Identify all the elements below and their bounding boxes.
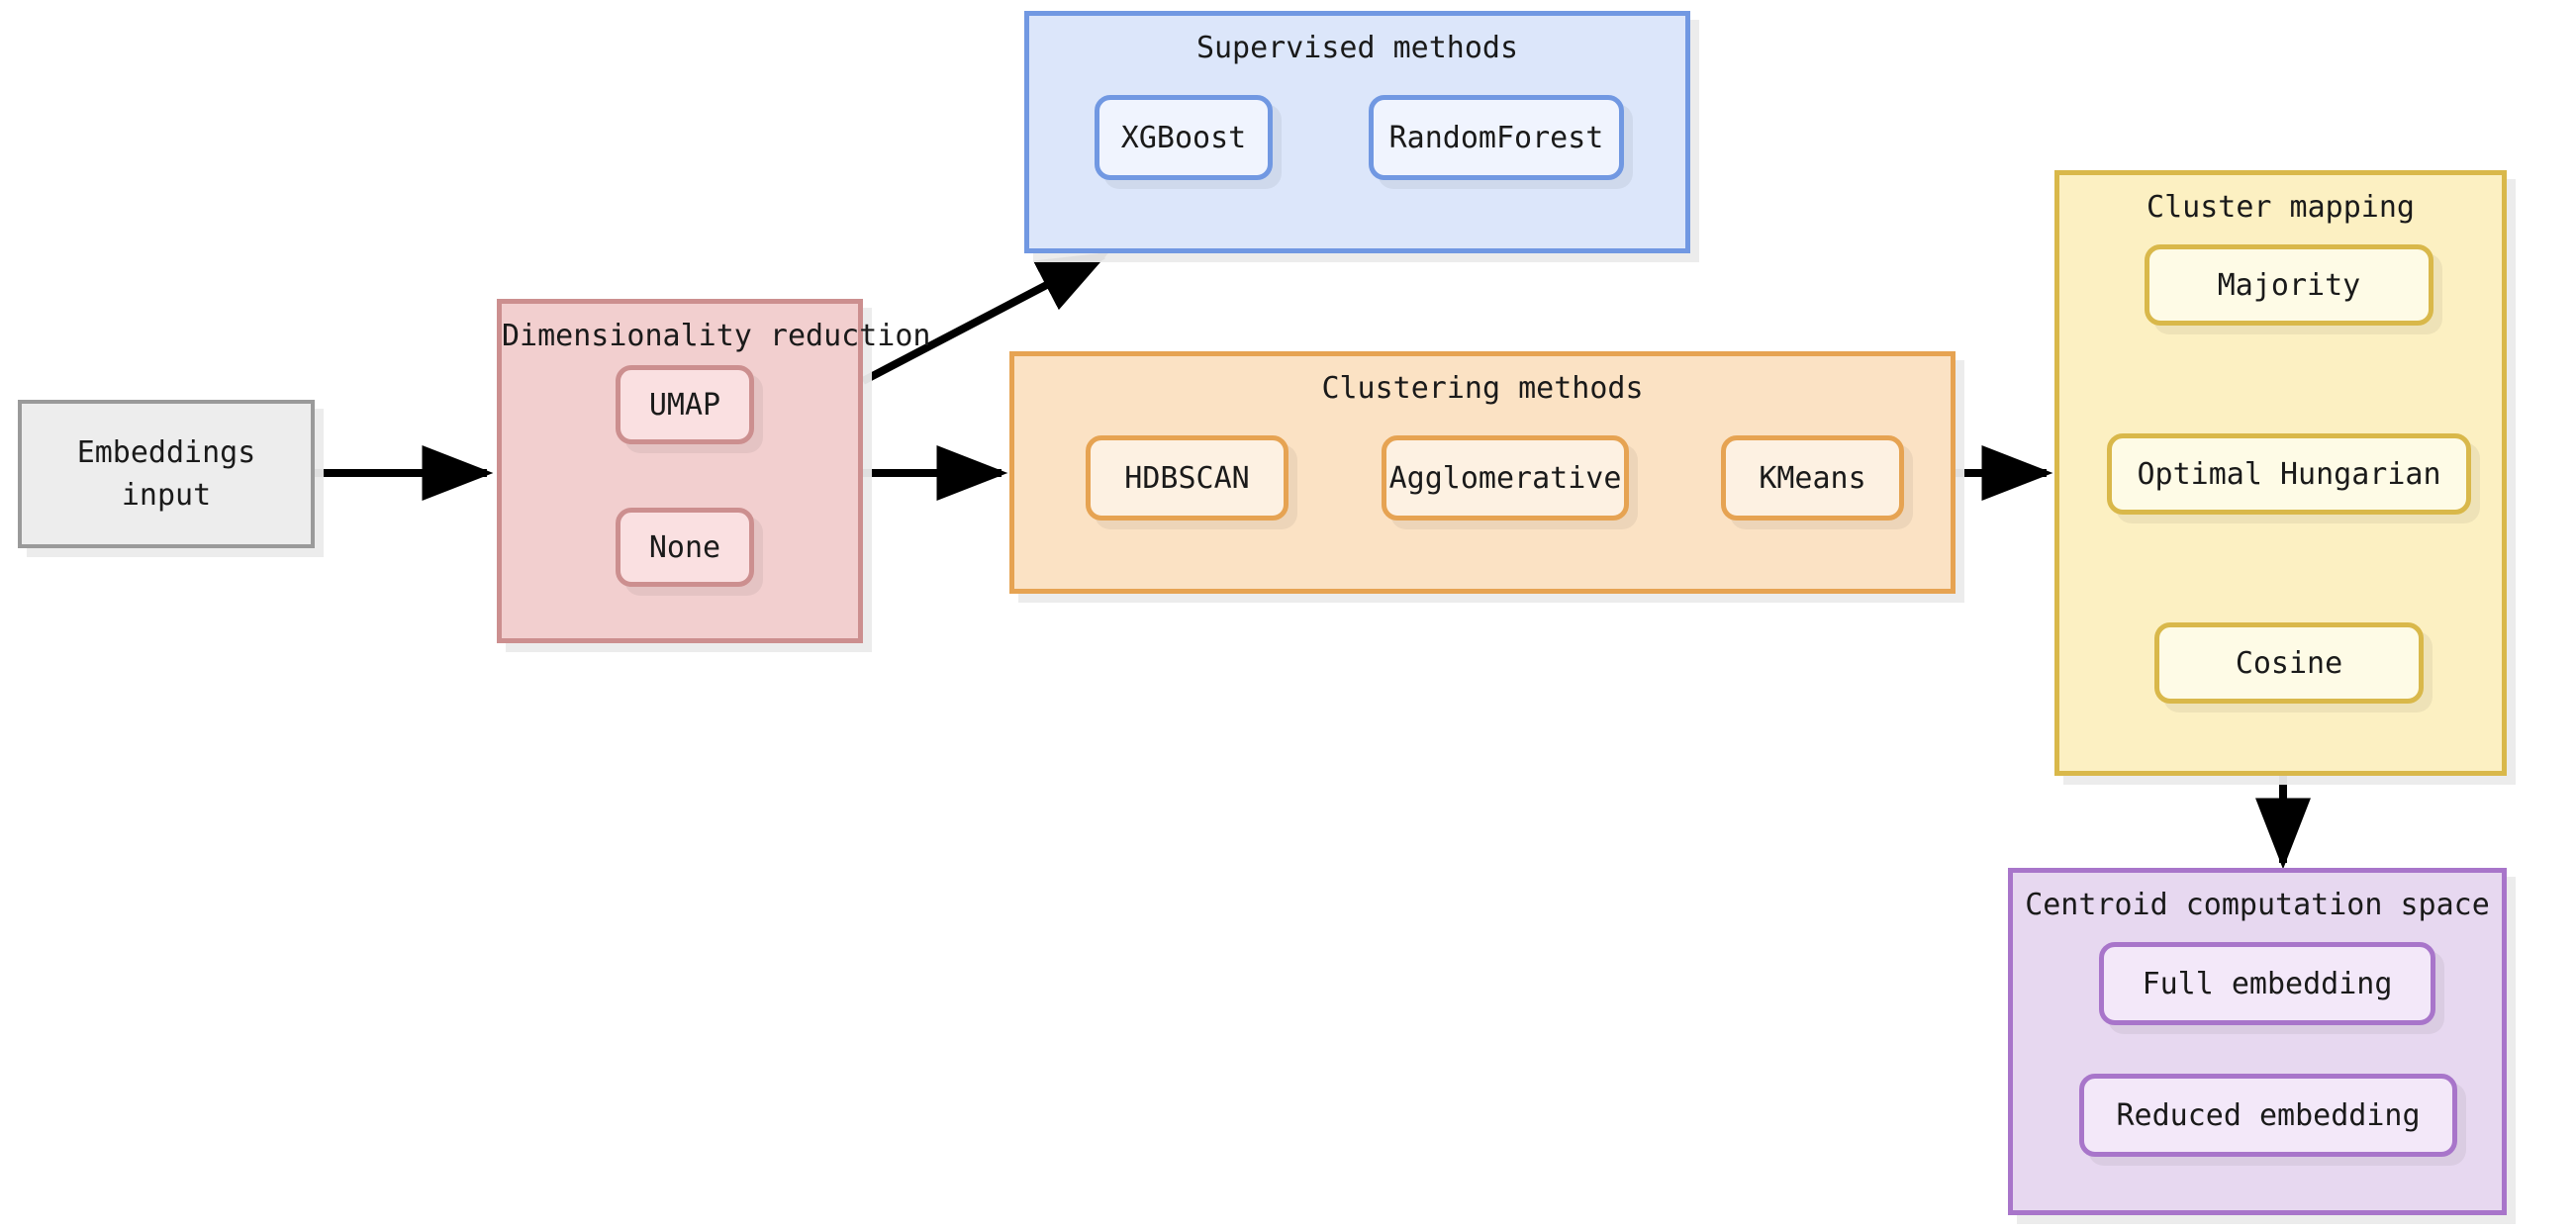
group-title-supervised-methods: Supervised methods [1195,31,1519,65]
node-kmeans[interactable]: KMeans [1721,435,1904,521]
node-xgboost[interactable]: XGBoost [1095,95,1273,180]
group-centroid-computation-space: Centroid computation space Full embeddin… [2008,868,2507,1215]
group-clustering-methods: Clustering methods HDBSCAN Agglomerative… [1009,351,1956,594]
embeddings-input-label-line1: Embeddings [76,434,256,470]
group-title-cluster-mapping: Cluster mapping [2147,190,2415,225]
group-title-clustering-methods: Clustering methods [1321,371,1644,406]
embeddings-input-node[interactable]: Embeddings input [18,400,315,548]
node-agglomerative[interactable]: Agglomerative [1382,435,1629,521]
node-full-embedding[interactable]: Full embedding [2099,942,2435,1025]
group-cluster-mapping: Cluster mapping Majority Optimal Hungari… [2054,170,2507,776]
node-optimal-hungarian[interactable]: Optimal Hungarian [2107,433,2471,515]
node-umap[interactable]: UMAP [616,365,754,444]
node-reduced-embedding[interactable]: Reduced embedding [2079,1074,2457,1157]
node-majority[interactable]: Majority [2145,244,2433,326]
node-none[interactable]: None [616,508,754,587]
node-cosine[interactable]: Cosine [2154,622,2424,704]
embeddings-input-label-line2: input [121,478,212,513]
group-title-centroid-computation-space: Centroid computation space [2025,888,2490,922]
node-randomforest[interactable]: RandomForest [1369,95,1624,180]
group-dimensionality-reduction: Dimensionality reduction UMAP None [497,299,931,643]
node-hdbscan[interactable]: HDBSCAN [1086,435,1288,521]
group-supervised-methods: Supervised methods XGBoost RandomForest [1024,11,1690,253]
group-title-dimensionality-reduction: Dimensionality reduction [502,319,931,353]
